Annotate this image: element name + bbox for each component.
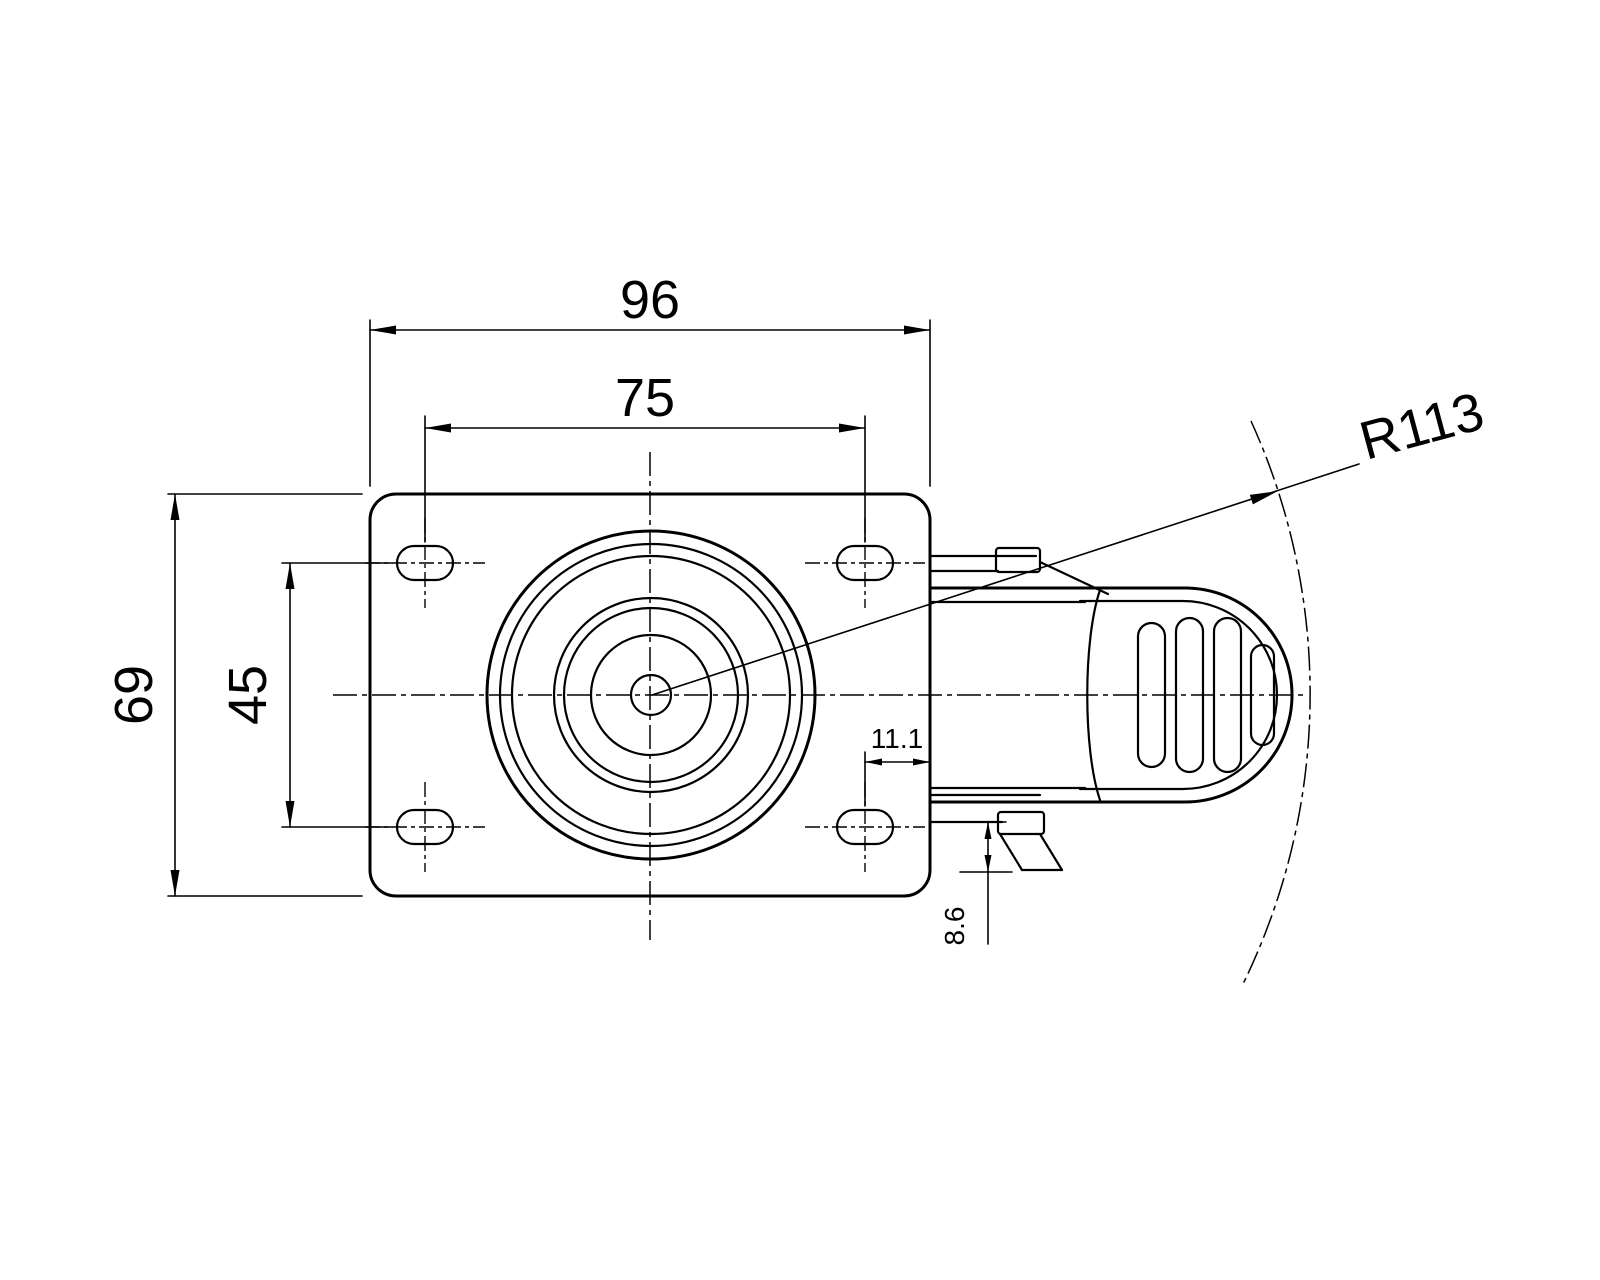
dimension-hole-spacing-depth: 45 [218,562,393,828]
tread-slot [1174,616,1205,774]
dimension-overall-width: 96 [369,270,931,487]
swivel-bearing [485,529,817,861]
wheel-inner-contour [1078,599,1279,791]
dimension-overall-depth: 69 [104,493,363,897]
brake-lever-detail [929,793,1064,872]
tread-slot [1249,643,1276,747]
dim-overall-depth-label: 69 [104,665,164,725]
bearing-ring [485,529,817,861]
swivel-radius-arc [1242,420,1311,985]
radius-leader-line [651,463,1360,696]
fork-tab [994,546,1042,574]
wheel-tread-edge [1086,588,1102,802]
tread-slot [1212,616,1243,774]
tread-slot [1136,621,1167,769]
brake-tab [996,810,1046,836]
bearing-ring [562,606,740,784]
dim-brake-offset-y-label: 8.6 [939,907,970,946]
tread-slots [1136,616,1276,774]
bearing-ring [589,633,713,757]
dim-overall-width-label: 96 [620,270,680,330]
dimension-brake-offset-x: 11.1 [864,723,931,807]
bearing-ring [552,596,750,794]
bearing-ring [510,554,792,836]
pedal-diagonal [998,832,1024,872]
dim-brake-offset-x-label: 11.1 [871,723,923,754]
dimension-hole-spacing-width: 75 [424,368,866,543]
kingpin-hole [629,673,673,717]
pedal-diagonal [1038,832,1064,872]
centerlines [333,452,1308,940]
dim-hole-spacing-width-label: 75 [615,368,675,428]
dim-swivel-radius-label: R113 [1354,381,1490,471]
wheel-outline [929,586,1294,804]
radius-arc [1242,420,1311,985]
mounting-plate [365,492,932,898]
bearing-ring [498,542,804,848]
dimension-brake-offset-y: 8.6 [939,821,1013,946]
radius-arrowhead [1249,491,1278,505]
dim-hole-spacing-depth-label: 45 [218,665,278,725]
fork-diagonal [1038,560,1110,596]
mounting-plate-outline [368,492,932,898]
fork-top-detail [929,546,1110,596]
